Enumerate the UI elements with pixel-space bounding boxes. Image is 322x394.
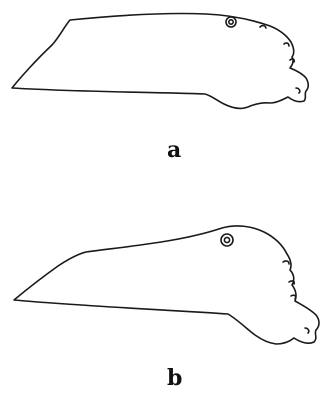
panel-a-outline: [12, 13, 308, 108]
panel-b-outline: [14, 226, 319, 344]
panel-b-label: b: [167, 367, 182, 389]
panel-a-label: a: [167, 139, 181, 161]
